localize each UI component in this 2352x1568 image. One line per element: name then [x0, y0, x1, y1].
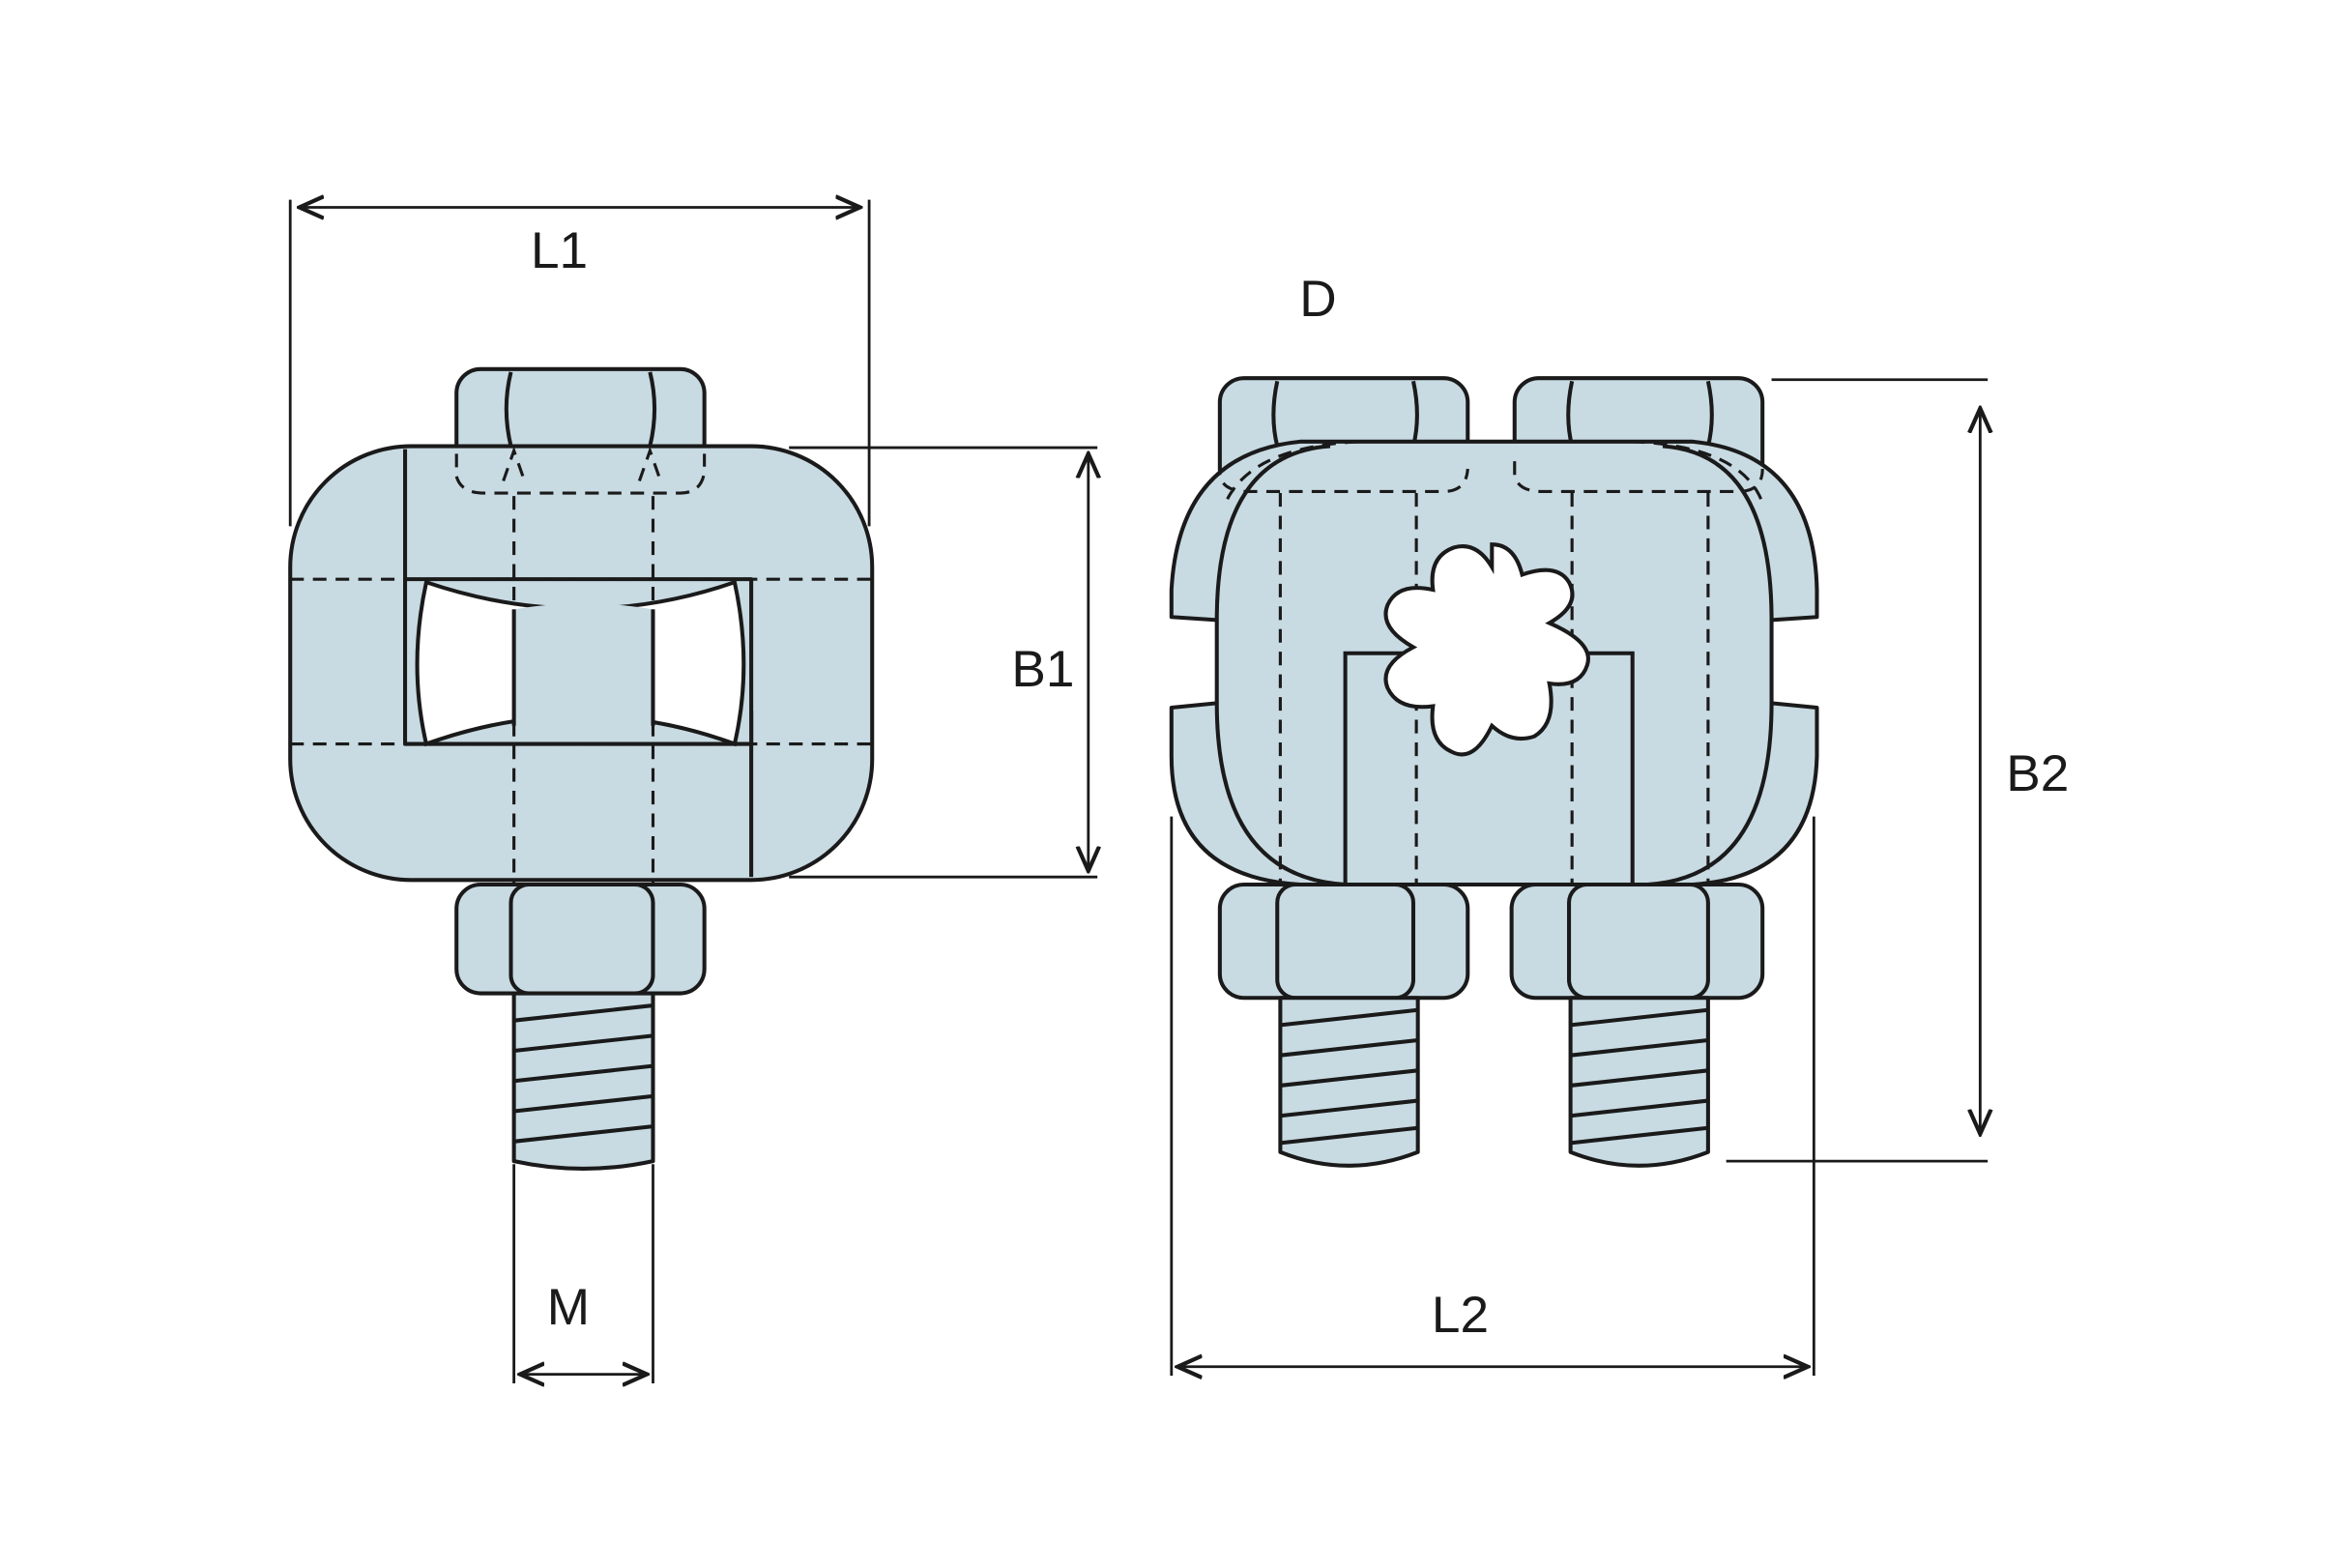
label-b2: B2 — [2006, 745, 2069, 802]
label-l1: L1 — [531, 222, 588, 279]
front-view — [1169, 376, 1819, 1168]
label-l2: L2 — [1432, 1287, 1489, 1344]
label-b1: B1 — [1011, 641, 1074, 698]
thread — [511, 991, 655, 1171]
label-d: D — [1299, 271, 1336, 328]
bottom-nuts — [1217, 882, 1765, 1001]
bottom-nut — [454, 882, 707, 996]
dimension-lines — [288, 200, 1988, 1383]
threads — [1278, 996, 1710, 1168]
rope-hole — [1383, 542, 1590, 757]
side-view — [288, 366, 875, 1171]
label-m: M — [547, 1279, 590, 1336]
